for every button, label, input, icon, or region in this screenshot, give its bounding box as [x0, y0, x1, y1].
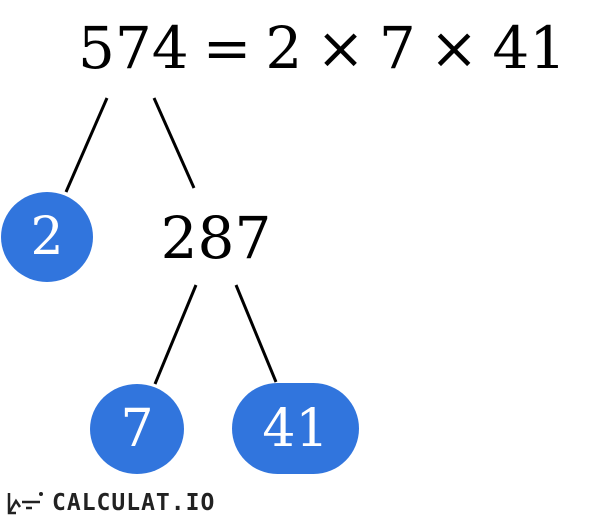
times-sign-2: × — [429, 14, 479, 82]
calculator-logo-icon — [7, 492, 43, 515]
equation-factor-1: 2 — [265, 14, 303, 82]
logo-text: CALCULAT.IO — [52, 490, 216, 516]
calculatio-logo: CALCULAT.IO — [6, 488, 215, 518]
equation-number: 574 — [78, 14, 189, 82]
composite-node-287-label: 287 — [160, 204, 272, 272]
prime-node-41: 41 — [232, 383, 359, 474]
prime-node-2-label: 2 — [30, 207, 64, 267]
branch-287-to-41 — [234, 284, 278, 383]
branch-287-to-7 — [153, 284, 198, 385]
composite-node-287: 287 — [158, 203, 274, 273]
equals-sign: = — [202, 14, 252, 82]
equation-factor-2: 7 — [378, 14, 416, 82]
prime-node-2: 2 — [1, 192, 93, 282]
branch-root-to-287 — [152, 97, 196, 189]
factorization-equation: 574=2×7×41 — [78, 8, 588, 88]
prime-node-41-label: 41 — [262, 398, 329, 459]
prime-node-7: 7 — [90, 384, 184, 474]
branch-root-to-2 — [64, 97, 109, 193]
times-sign-1: × — [316, 14, 365, 82]
prime-node-7-label: 7 — [120, 399, 154, 459]
equation-factor-3: 41 — [492, 14, 567, 82]
